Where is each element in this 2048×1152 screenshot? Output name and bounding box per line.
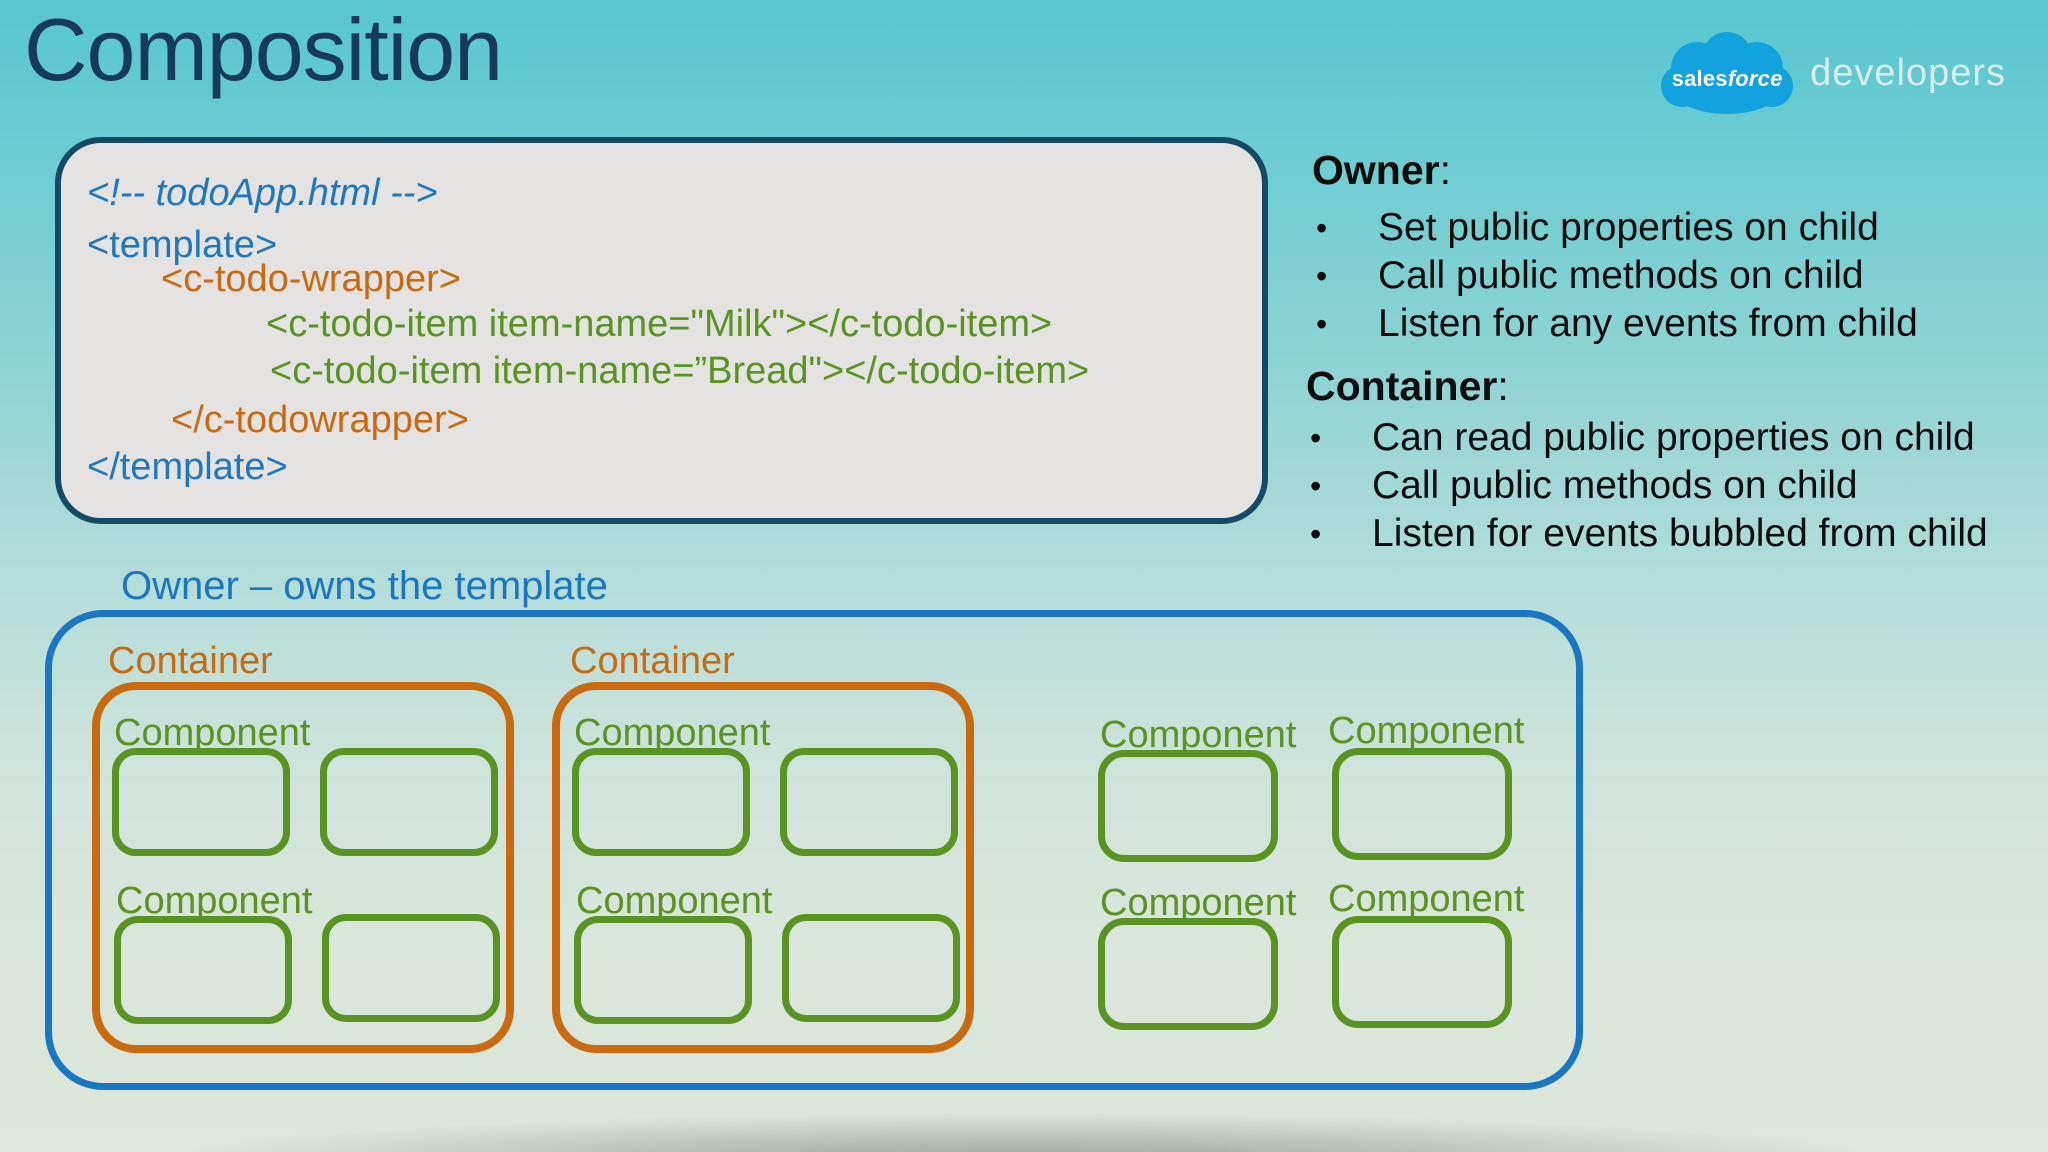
code-line-template-close: </template> (87, 446, 288, 488)
bullet-marker: • (1310, 515, 1322, 552)
salesforce-wordmark: salesforce (1671, 66, 1783, 91)
component-box (1098, 918, 1278, 1030)
bullet-marker: • (1310, 419, 1322, 456)
component-box (112, 748, 290, 856)
container-bullet-1: •Can read public properties on child (1306, 414, 2048, 462)
component-label: Component (1328, 878, 1525, 920)
bullet-marker: • (1316, 257, 1328, 294)
container-panel: Container: •Can read public properties o… (1306, 362, 2048, 558)
component-box (1098, 750, 1278, 862)
component-label: Component (1328, 710, 1525, 752)
container-bullet-2: •Call public methods on child (1306, 462, 2048, 510)
page-title: Composition (24, 0, 503, 99)
code-line-wrapper-close: </c-todowrapper> (171, 399, 469, 441)
code-line-wrapper-open: <c-todo-wrapper> (161, 258, 461, 300)
bottom-edge-shadow (0, 1110, 2048, 1152)
container-heading: Container: (1306, 363, 1509, 409)
owner-box (45, 610, 1583, 1090)
owner-bullet-3: •Listen for any events from child (1312, 300, 2048, 348)
component-label: Component (1100, 714, 1297, 756)
component-box (574, 916, 752, 1024)
container-box-2: Component Component (552, 682, 974, 1053)
code-line-item-bread: <c-todo-item item-name=”Bread"></c-todo-… (270, 350, 1090, 392)
salesforce-logo: salesforce developers (1660, 30, 2006, 116)
code-line-template-open: <template> (87, 224, 278, 266)
container-label-1: Container (108, 640, 273, 682)
component-box (1332, 748, 1512, 860)
bullet-marker: • (1316, 209, 1328, 246)
code-card: <!-- todoApp.html --> <template> <c-todo… (55, 137, 1268, 524)
component-label: Component (1100, 882, 1297, 924)
component-box (782, 914, 960, 1022)
owner-panel: Owner: •Set public properties on child •… (1312, 146, 2048, 348)
component-label: Component (574, 712, 771, 754)
developers-label: developers (1810, 51, 2006, 94)
container-bullet-3: •Listen for events bubbled from child (1306, 510, 2048, 558)
component-box (780, 748, 958, 856)
component-box (572, 748, 750, 856)
owner-bullet-1: •Set public properties on child (1312, 204, 2048, 252)
component-label: Component (576, 880, 773, 922)
bullet-marker: • (1310, 467, 1322, 504)
component-label: Component (114, 712, 311, 754)
container-box-1: Component Component (92, 682, 514, 1053)
component-label: Component (116, 880, 313, 922)
owner-template-label: Owner – owns the template (121, 564, 608, 608)
component-box (1332, 916, 1512, 1028)
bullet-marker: • (1316, 305, 1328, 342)
component-box (114, 916, 292, 1024)
salesforce-cloud-icon: salesforce (1660, 30, 1794, 116)
component-box (322, 914, 500, 1022)
container-label-2: Container (570, 640, 735, 682)
owner-bullet-2: •Call public methods on child (1312, 252, 2048, 300)
component-box (320, 748, 498, 856)
code-line-comment: <!-- todoApp.html --> (87, 172, 438, 214)
owner-heading: Owner: (1312, 147, 1451, 193)
code-line-item-milk: <c-todo-item item-name="Milk"></c-todo-i… (266, 303, 1053, 345)
